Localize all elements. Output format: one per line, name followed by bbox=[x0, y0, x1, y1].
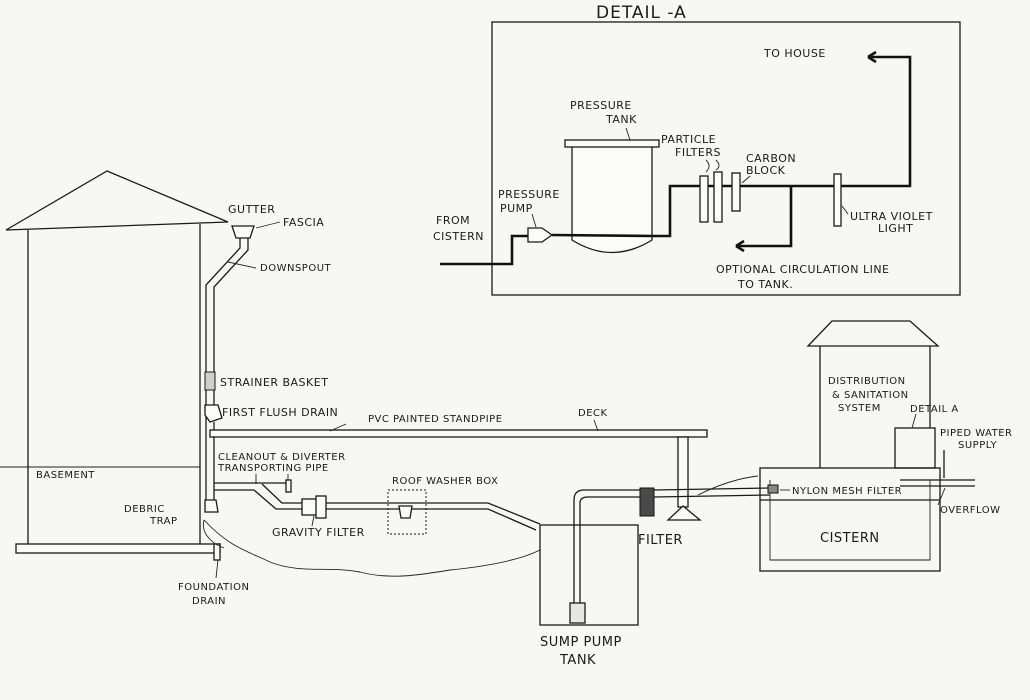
optional-circulation-label: OPTIONAL CIRCULATION LINE bbox=[716, 263, 890, 276]
deck-post-footing bbox=[666, 505, 702, 521]
cistern-label: CISTERN bbox=[820, 531, 880, 546]
particle-filters-label-2: FILTERS bbox=[675, 146, 721, 159]
circulation-line bbox=[736, 186, 793, 248]
filter-label: FILTER bbox=[638, 533, 683, 548]
pressure-tank-label: PRESSURE bbox=[570, 99, 632, 112]
to-house-label: TO HOUSE bbox=[763, 47, 826, 60]
uv-light-label: ULTRA VIOLET bbox=[850, 210, 933, 223]
detail-a-box-label: DETAIL A bbox=[910, 404, 959, 415]
cistern-inner-wall bbox=[769, 480, 931, 561]
deck-label: DECK bbox=[578, 408, 608, 419]
from-cistern-label: FROM bbox=[436, 214, 470, 227]
carbon-block bbox=[731, 172, 741, 212]
sump-tank-body bbox=[539, 524, 639, 626]
pressure-tank-cap bbox=[564, 139, 660, 148]
uv-light bbox=[833, 173, 842, 227]
roof-washer-box bbox=[387, 489, 427, 535]
basement-label: BASEMENT bbox=[36, 470, 95, 481]
distribution-roof bbox=[806, 320, 940, 347]
gravity-filter-label: GRAVITY FILTER bbox=[272, 526, 365, 539]
carbon-block-label-2: BLOCK bbox=[746, 164, 786, 177]
pvc-standpipe bbox=[209, 429, 708, 438]
foundation-drain-label: FOUNDATION bbox=[178, 582, 249, 593]
distribution-building: DISTRIBUTION & SANITATION SYSTEM DETAIL … bbox=[806, 320, 1013, 478]
ground-outline bbox=[202, 519, 541, 577]
cistern: CISTERN NYLON MESH FILTER OVERFLOW bbox=[759, 467, 1001, 572]
detail-a-panel: DETAIL -A FROM CISTERN PRESSURE PUMP PRE… bbox=[433, 3, 961, 296]
distribution-label-3: SYSTEM bbox=[838, 403, 881, 414]
main-pipe bbox=[551, 55, 912, 238]
inlet-pipe bbox=[440, 234, 528, 266]
roof-washer-valve bbox=[398, 505, 413, 519]
sump-pump-tank-label: SUMP PUMP bbox=[540, 635, 622, 650]
standpipe-deck: PVC PAINTED STANDPIPE DECK bbox=[209, 408, 708, 521]
foundation-drain-pipe bbox=[15, 543, 221, 554]
first-flush-drain-label: FIRST FLUSH DRAIN bbox=[222, 406, 338, 419]
from-cistern-label-2: CISTERN bbox=[433, 230, 484, 243]
detail-a-box bbox=[894, 427, 936, 469]
diverter-pipe bbox=[214, 482, 290, 491]
debris-trap-label-2: TRAP bbox=[149, 516, 178, 527]
roof-washer-box-label: ROOF WASHER BOX bbox=[392, 476, 498, 487]
filter-body bbox=[639, 487, 655, 517]
cleanout-diverter: CLEANOUT & DIVERTER TRANSPORTING PIPE bbox=[214, 452, 346, 493]
piped-water-supply-label-2: SUPPLY bbox=[958, 440, 997, 451]
detail-a-title: DETAIL -A bbox=[596, 3, 687, 23]
first-flush-drain bbox=[204, 404, 223, 423]
debris-trap bbox=[204, 499, 219, 513]
optional-circulation-label-2: TO TANK. bbox=[737, 278, 793, 291]
particle-filter-2 bbox=[713, 171, 723, 223]
foundation-drain-label-2: DRAIN bbox=[192, 596, 226, 607]
inline-filter: FILTER bbox=[638, 487, 771, 548]
transport-pipe bbox=[253, 483, 541, 531]
pvc-standpipe-label: PVC PAINTED STANDPIPE bbox=[368, 414, 503, 425]
pressure-tank bbox=[571, 145, 653, 254]
distribution-label-2: & SANITATION bbox=[832, 390, 909, 401]
transport-line: GRAVITY FILTER ROOF WASHER BOX bbox=[253, 476, 541, 539]
downspout-label: DOWNSPOUT bbox=[260, 263, 332, 274]
debris-trap-label: DEBRIC bbox=[124, 504, 165, 515]
nylon-mesh-filter-label: NYLON MESH FILTER bbox=[792, 486, 902, 497]
downspout bbox=[205, 238, 249, 500]
pressure-pump-label: PRESSURE bbox=[498, 188, 560, 201]
cistern-body bbox=[759, 467, 941, 572]
particle-filter-1 bbox=[699, 175, 709, 223]
cleanout-label: CLEANOUT & DIVERTER bbox=[218, 452, 346, 463]
sump-pump bbox=[569, 602, 586, 624]
detail-a-frame bbox=[491, 21, 961, 296]
house-roof bbox=[5, 170, 229, 231]
pressure-tank-label-2: TANK bbox=[605, 113, 637, 126]
overflow-label: OVERFLOW bbox=[940, 505, 1001, 516]
piped-water-supply-label: PIPED WATER bbox=[940, 428, 1013, 439]
gutter-label: GUTTER bbox=[228, 203, 275, 216]
strainer-basket-label: STRAINER BASKET bbox=[220, 376, 328, 389]
strainer-basket bbox=[204, 371, 216, 391]
carbon-block-label: CARBON bbox=[746, 152, 796, 165]
nylon-mesh-filter bbox=[767, 484, 779, 494]
distribution-walls bbox=[819, 346, 931, 468]
sump-riser-pipe bbox=[573, 489, 640, 604]
distribution-label: DISTRIBUTION bbox=[828, 376, 906, 387]
gutter bbox=[231, 225, 255, 239]
particle-filters-label: PARTICLE bbox=[661, 133, 716, 146]
house: BASEMENT FOUNDATION DRAIN GUTTER FASCIA … bbox=[0, 170, 338, 607]
uv-light-label-2: LIGHT bbox=[878, 222, 913, 235]
pressure-pump-label-2: PUMP bbox=[500, 202, 533, 215]
pressure-pump-icon bbox=[527, 227, 554, 243]
sump-pump-tank-label-2: TANK bbox=[559, 653, 596, 668]
cleanout-label-2: TRANSPORTING PIPE bbox=[217, 463, 329, 474]
overflow-pipe bbox=[900, 479, 975, 487]
fascia-label: FASCIA bbox=[283, 216, 324, 229]
sump-pump-tank: SUMP PUMP TANK bbox=[539, 489, 640, 668]
